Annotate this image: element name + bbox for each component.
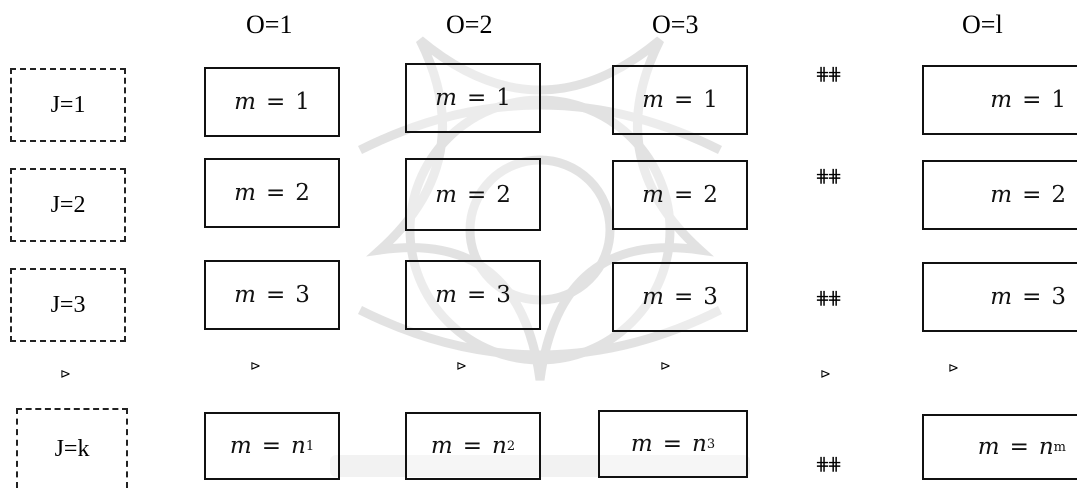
vertical-dots-marker: ⊳ bbox=[456, 359, 467, 374]
vertical-dots-marker: ⊳ bbox=[250, 359, 261, 374]
row-label-jk: J=k bbox=[16, 408, 128, 488]
vertical-dots-marker: ⊳ bbox=[948, 361, 959, 376]
cell-r2-c1: m=2 bbox=[204, 158, 340, 228]
column-header-o3: O=3 bbox=[652, 10, 699, 39]
cell-r3-cl: m=3 bbox=[922, 262, 1077, 332]
horizontal-dots-marker: ⋕⋕ bbox=[815, 64, 842, 85]
vertical-dots-marker: ⊳ bbox=[820, 367, 831, 382]
horizontal-dots-marker: ⋕⋕ bbox=[815, 288, 842, 309]
vertical-dots-marker: ⊳ bbox=[660, 359, 671, 374]
horizontal-dots-marker: ⋕⋕ bbox=[815, 166, 842, 187]
cell-r3-c2: m=3 bbox=[405, 260, 541, 330]
row-label-j2: J=2 bbox=[10, 168, 126, 242]
cell-r3-c1: m=3 bbox=[204, 260, 340, 330]
column-header-o1: O=1 bbox=[246, 10, 293, 39]
cell-r1-cl: m=1 bbox=[922, 65, 1077, 135]
cell-r2-c2: m=2 bbox=[405, 158, 541, 231]
row-label-j3: J=3 bbox=[10, 268, 126, 342]
vertical-dots-marker: ⊳ bbox=[60, 367, 71, 382]
cell-r3-c3: m=3 bbox=[612, 262, 748, 332]
row-label-j1: J=1 bbox=[10, 68, 126, 142]
cell-r2-cl: m=2 bbox=[922, 160, 1077, 230]
cell-r1-c2: m=1 bbox=[405, 63, 541, 133]
horizontal-dots-marker: ⋕⋕ bbox=[815, 454, 842, 475]
cell-r1-c3: m=1 bbox=[612, 65, 748, 135]
cell-r2-c3: m=2 bbox=[612, 160, 748, 230]
cell-r1-c1: m=1 bbox=[204, 67, 340, 137]
column-header-ol: O=l bbox=[962, 10, 1003, 39]
column-header-o2: O=2 bbox=[446, 10, 493, 39]
